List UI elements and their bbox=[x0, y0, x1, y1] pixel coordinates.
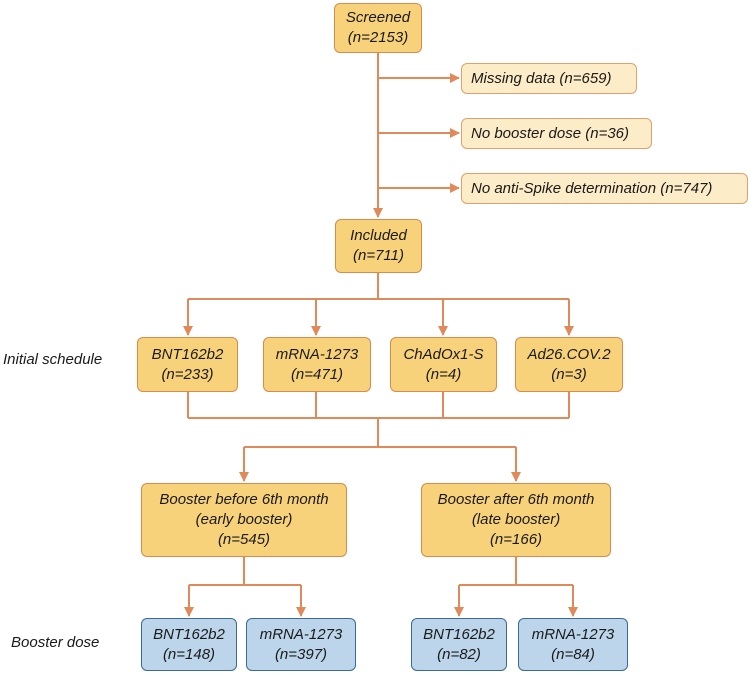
timing-line2: (late booster) bbox=[471, 511, 561, 528]
vaccine-name: ChAdOx1-S bbox=[403, 345, 484, 363]
included-title: Included bbox=[350, 227, 407, 244]
exclusion-label: No anti-Spike determination (n=747) bbox=[471, 179, 713, 197]
schedule-ad26-cov2: Ad26.COV.2 (n=3) bbox=[515, 337, 623, 392]
screened-count: (n=2153) bbox=[347, 29, 409, 46]
timing-line1: Booster before 6th month bbox=[159, 491, 329, 508]
schedule-chadox1-s: ChAdOx1-S (n=4) bbox=[390, 337, 497, 392]
vaccine-count: (n=471) bbox=[290, 365, 344, 383]
vaccine-name: Ad26.COV.2 bbox=[527, 345, 611, 363]
initial-schedule-label: Initial schedule bbox=[3, 351, 103, 368]
booster-name: BNT162b2 bbox=[153, 625, 225, 643]
early-booster-box: Booster before 6th month (early booster)… bbox=[141, 483, 347, 557]
booster-count: (n=397) bbox=[274, 645, 328, 663]
booster-name: mRNA-1273 bbox=[531, 625, 615, 643]
included-count: (n=711) bbox=[352, 247, 404, 264]
booster-dose-label: Booster dose bbox=[11, 634, 100, 651]
exclusion-label: No booster dose (n=36) bbox=[471, 124, 630, 142]
screened-title: Screened bbox=[345, 9, 411, 26]
late-booster-bnt162b2: BNT162b2 (n=82) bbox=[411, 618, 507, 671]
booster-count: (n=82) bbox=[437, 645, 481, 663]
included-box: Included (n=711) bbox=[335, 219, 422, 273]
timing-line1: Booster after 6th month bbox=[437, 491, 595, 508]
early-booster-mrna-1273: mRNA-1273 (n=397) bbox=[246, 618, 356, 671]
late-booster-box: Booster after 6th month (late booster) (… bbox=[421, 483, 611, 557]
exclusion-label: Missing data (n=659) bbox=[471, 69, 612, 87]
schedule-bnt162b2: BNT162b2 (n=233) bbox=[137, 337, 238, 392]
vaccine-name: BNT162b2 bbox=[151, 345, 224, 363]
booster-name: mRNA-1273 bbox=[259, 625, 343, 643]
schedule-mrna-1273: mRNA-1273 (n=471) bbox=[263, 337, 371, 392]
vaccine-count: (n=233) bbox=[161, 365, 214, 383]
exclusion-no-booster: No booster dose (n=36) bbox=[461, 118, 652, 149]
vaccine-count: (n=3) bbox=[551, 365, 587, 383]
late-booster-mrna-1273: mRNA-1273 (n=84) bbox=[518, 618, 628, 671]
timing-count: (n=166) bbox=[489, 531, 543, 548]
timing-line2: (early booster) bbox=[195, 511, 293, 528]
booster-count: (n=148) bbox=[162, 645, 216, 663]
booster-name: BNT162b2 bbox=[423, 625, 495, 643]
early-booster-bnt162b2: BNT162b2 (n=148) bbox=[141, 618, 237, 671]
screened-box: Screened (n=2153) bbox=[334, 3, 422, 53]
vaccine-count: (n=4) bbox=[425, 365, 462, 383]
timing-count: (n=545) bbox=[217, 531, 271, 548]
exclusion-no-anti-spike: No anti-Spike determination (n=747) bbox=[461, 173, 748, 204]
booster-count: (n=84) bbox=[551, 645, 595, 663]
exclusion-missing-data: Missing data (n=659) bbox=[461, 63, 637, 94]
vaccine-name: mRNA-1273 bbox=[275, 345, 359, 363]
